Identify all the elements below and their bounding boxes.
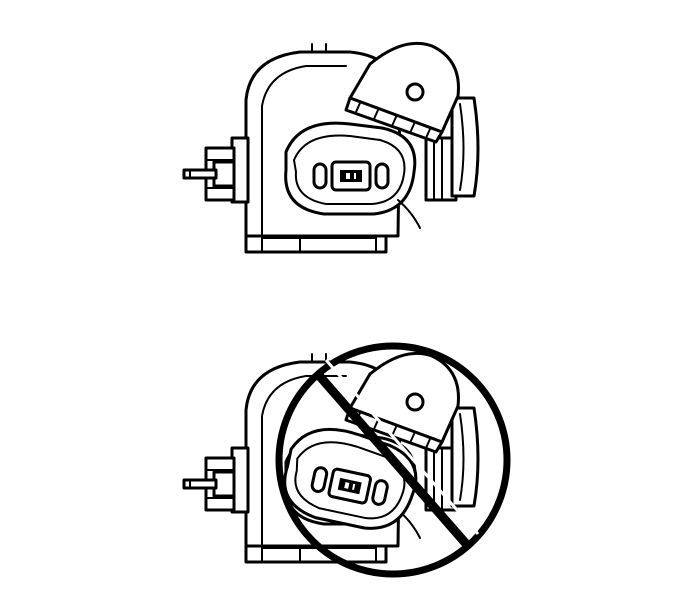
prohibition-slash <box>312 369 472 549</box>
prohibition-symbol <box>275 342 511 578</box>
prohibition-circle <box>275 342 511 578</box>
assembly-view-correct <box>182 41 480 254</box>
